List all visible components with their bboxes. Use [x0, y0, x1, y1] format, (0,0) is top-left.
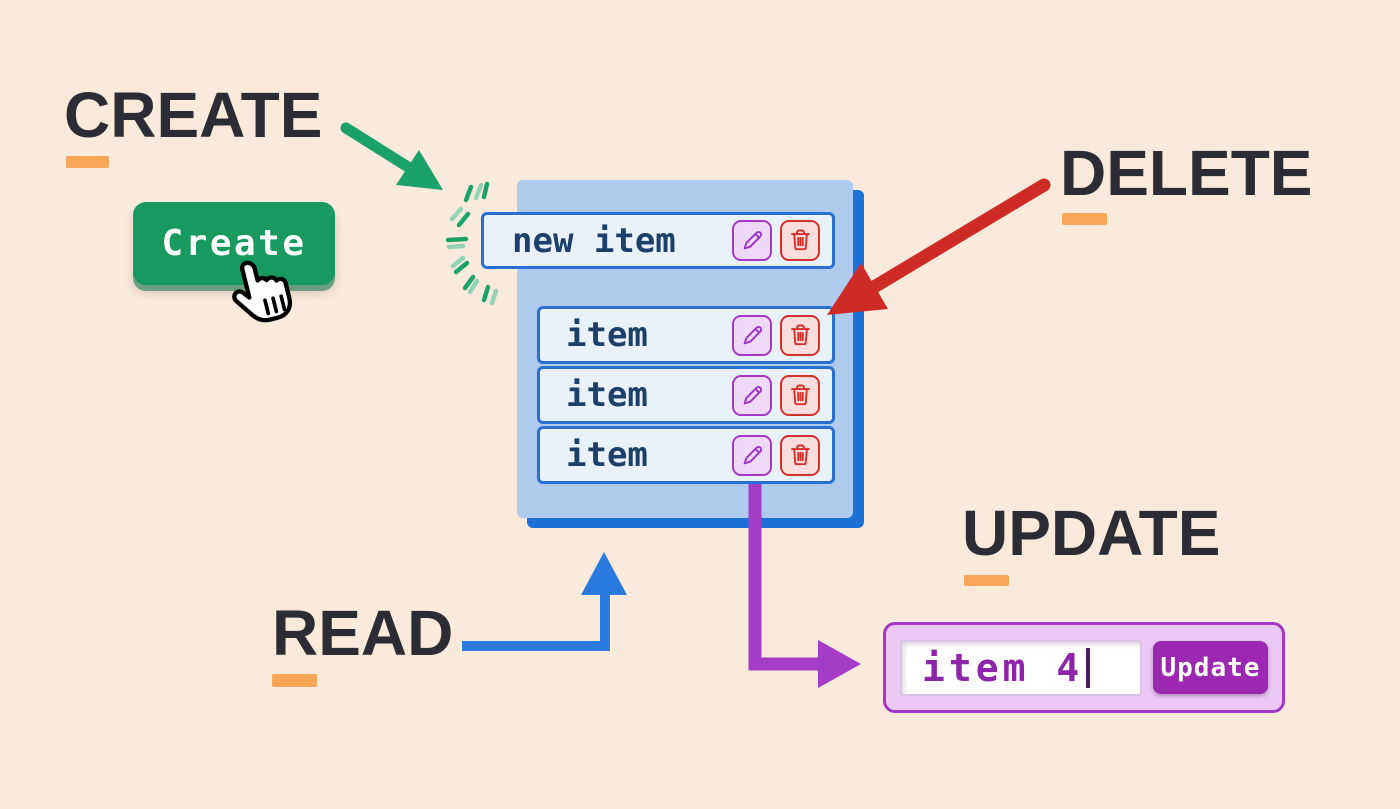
trash-icon	[790, 229, 810, 251]
text-caret	[1086, 647, 1091, 688]
item-row: item	[537, 306, 835, 364]
create-arrow	[340, 122, 443, 190]
edit-button[interactable]	[732, 434, 772, 476]
item-row: item	[537, 366, 835, 424]
item-input-value: item 4	[922, 645, 1084, 690]
trash-icon	[790, 384, 810, 405]
trash-icon	[790, 444, 810, 465]
item-label: item	[566, 315, 648, 355]
trash-icon	[790, 324, 810, 345]
item-label: item	[566, 435, 648, 475]
item-label: item	[566, 375, 648, 415]
delete-button[interactable]	[780, 220, 820, 261]
item-list: item item	[537, 306, 835, 484]
hand-pointer-icon	[232, 260, 292, 323]
read-underline	[272, 674, 317, 687]
pencil-icon	[743, 231, 762, 250]
read-label: READ	[272, 597, 454, 669]
create-label: CREATE	[64, 79, 323, 151]
read-arrow	[462, 552, 627, 651]
update-label: UPDATE	[962, 497, 1221, 569]
edit-button[interactable]	[732, 314, 772, 356]
new-item-row: new item	[481, 212, 835, 269]
create-button[interactable]: Create	[133, 202, 335, 285]
edit-button[interactable]	[732, 220, 772, 261]
update-underline	[964, 575, 1009, 586]
update-form: item 4 Update	[883, 622, 1285, 713]
item-input[interactable]: item 4	[900, 639, 1142, 696]
pencil-icon	[743, 385, 762, 404]
update-button[interactable]: Update	[1152, 641, 1268, 694]
item-row: item	[537, 426, 835, 484]
new-item-label: new item	[512, 220, 676, 261]
delete-label: DELETE	[1060, 137, 1313, 209]
create-underline	[66, 156, 109, 168]
delete-button[interactable]	[780, 314, 820, 356]
delete-button[interactable]	[780, 434, 820, 476]
delete-button[interactable]	[780, 374, 820, 416]
pencil-icon	[743, 325, 762, 344]
pencil-icon	[743, 445, 762, 464]
delete-underline	[1062, 213, 1107, 225]
edit-button[interactable]	[732, 374, 772, 416]
